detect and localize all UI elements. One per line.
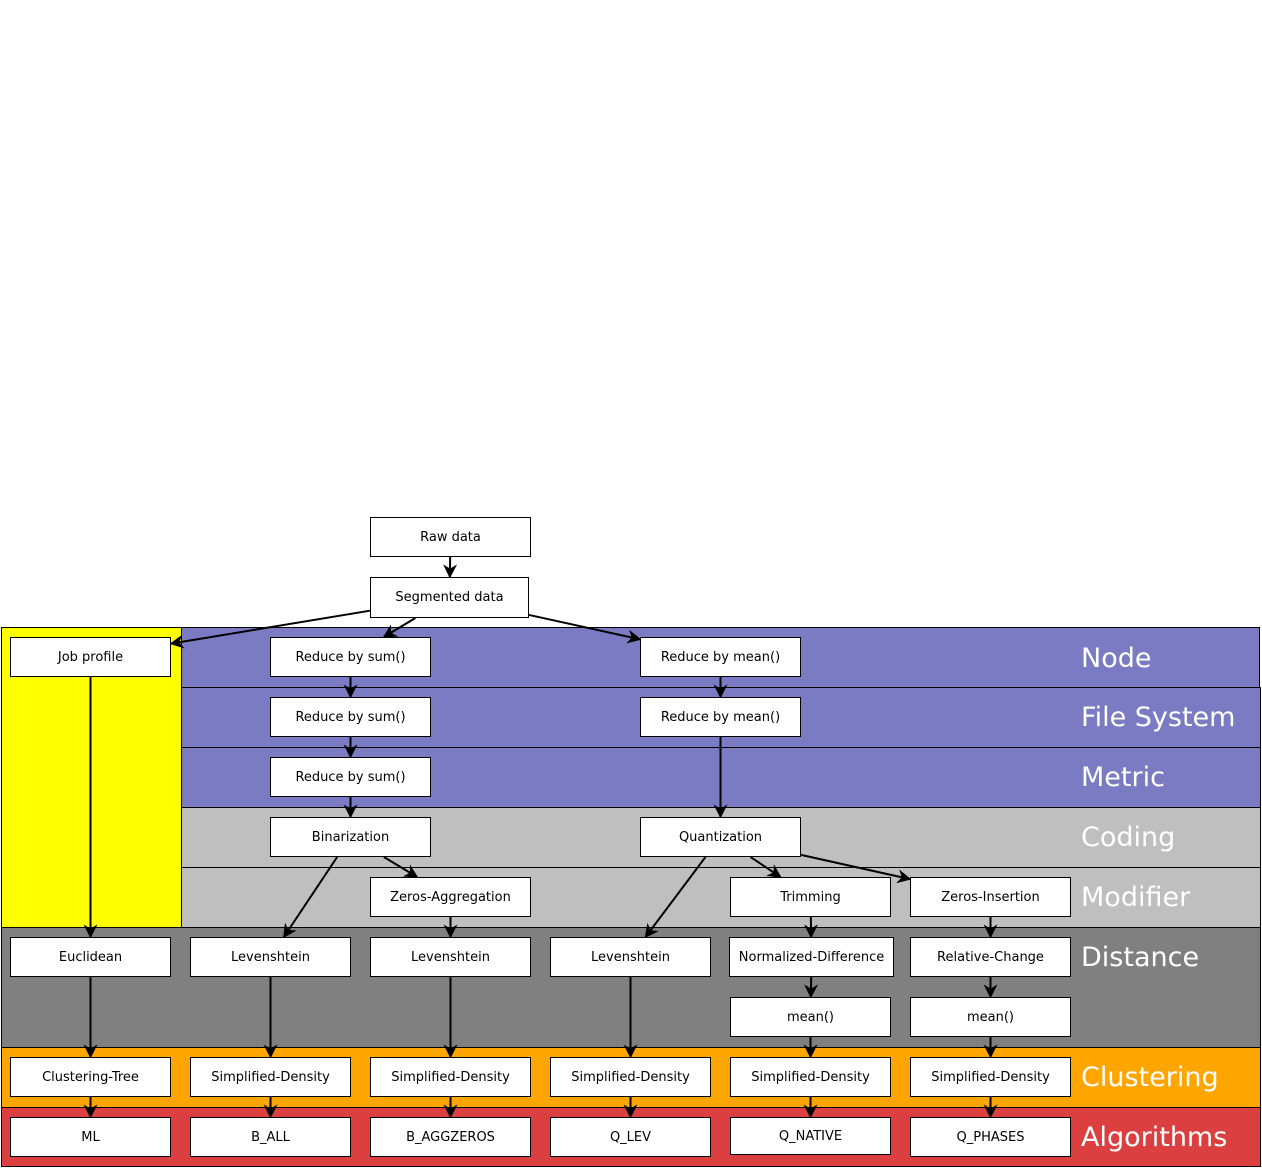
node-mean-1[interactable]: mean()	[730, 997, 891, 1037]
edge-segmented_data-to-reduce_mean_node	[528, 613, 642, 644]
node-reduce-by-mean-file-system[interactable]: Reduce by mean()	[640, 697, 801, 737]
node-simplified-density-2[interactable]: Simplified-Density	[370, 1057, 531, 1097]
node-euclidean[interactable]: Euclidean	[10, 937, 171, 977]
layer-label-modifier: Modifier	[1081, 882, 1191, 913]
edge-quantization-to-zeros_insertion	[800, 853, 912, 884]
layer-label-algorithms: Algorithms	[1081, 1122, 1228, 1153]
node-zeros-insertion[interactable]: Zeros-Insertion	[910, 877, 1071, 917]
layer-label-coding: Coding	[1081, 822, 1176, 853]
layer-label-distance: Distance	[1081, 942, 1200, 973]
node-relative-change[interactable]: Relative-Change	[910, 937, 1071, 977]
node-raw-data[interactable]: Raw data	[370, 517, 531, 557]
node-quantization[interactable]: Quantization	[640, 817, 801, 857]
node-q-phases[interactable]: Q_PHASES	[910, 1117, 1071, 1157]
node-reduce-by-mean-node[interactable]: Reduce by mean()	[640, 637, 801, 677]
edge-binarization-to-levenshtein_1	[283, 856, 338, 939]
layer-label-clustering: Clustering	[1081, 1062, 1219, 1093]
node-mean-2[interactable]: mean()	[910, 997, 1071, 1037]
layer-label-node: Node	[1081, 643, 1152, 674]
node-b-aggzeros[interactable]: B_AGGZEROS	[370, 1117, 531, 1157]
node-binarization[interactable]: Binarization	[270, 817, 431, 857]
node-simplified-density-1[interactable]: Simplified-Density	[190, 1057, 351, 1097]
node-simplified-density-4[interactable]: Simplified-Density	[730, 1057, 891, 1097]
edge-quantization-to-trimming	[749, 856, 782, 878]
edge-binarization-to-zeros_aggregation	[383, 856, 419, 878]
node-levenshtein-1[interactable]: Levenshtein	[190, 937, 351, 977]
layer-label-file-system: File System	[1081, 702, 1236, 733]
node-trimming[interactable]: Trimming	[730, 877, 891, 917]
node-levenshtein-2[interactable]: Levenshtein	[370, 937, 531, 977]
layer-label-metric: Metric	[1081, 762, 1165, 793]
edge-segmented_data-to-reduce_sum_node	[382, 617, 416, 638]
node-simplified-density-3[interactable]: Simplified-Density	[550, 1057, 711, 1097]
node-reduce-by-sum-metric[interactable]: Reduce by sum()	[270, 757, 431, 797]
edge-quantization-to-levenshtein_3	[644, 856, 707, 939]
node-segmented-data[interactable]: Segmented data	[370, 577, 529, 618]
node-simplified-density-5[interactable]: Simplified-Density	[910, 1057, 1071, 1097]
node-normalized-difference[interactable]: Normalized-Difference	[729, 937, 894, 977]
node-q-native[interactable]: Q_NATIVE	[730, 1117, 891, 1155]
node-reduce-by-sum-node[interactable]: Reduce by sum()	[270, 637, 431, 677]
node-clustering-tree[interactable]: Clustering-Tree	[10, 1057, 171, 1097]
node-reduce-by-sum-file-system[interactable]: Reduce by sum()	[270, 697, 431, 737]
node-q-lev[interactable]: Q_LEV	[550, 1117, 711, 1157]
edge-segmented_data-to-job_profile	[169, 609, 371, 649]
node-ml[interactable]: ML	[10, 1117, 171, 1157]
node-b-all[interactable]: B_ALL	[190, 1117, 351, 1157]
node-job-profile[interactable]: Job profile	[10, 637, 171, 677]
node-zeros-aggregation[interactable]: Zeros-Aggregation	[370, 877, 531, 917]
node-levenshtein-3[interactable]: Levenshtein	[550, 937, 711, 977]
